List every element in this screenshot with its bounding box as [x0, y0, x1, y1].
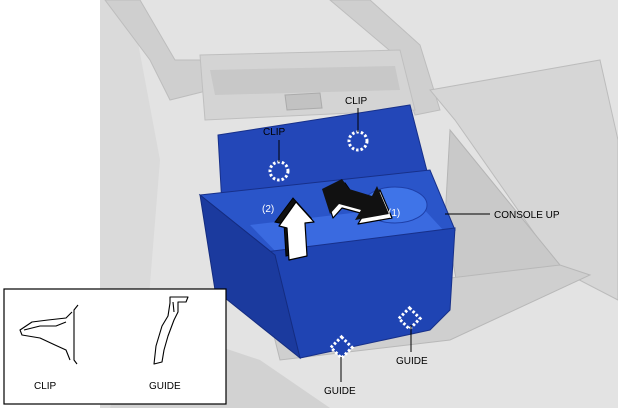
- label-guide-right: GUIDE: [396, 356, 428, 367]
- clip-marker-left: [268, 160, 290, 182]
- legend-clip-label: CLIP: [34, 381, 57, 392]
- guide-legend-icon: [153, 296, 189, 365]
- label-clip-top-right: CLIP: [345, 96, 368, 107]
- legend-guide-label: GUIDE: [149, 381, 181, 392]
- leader-lines: [278, 108, 490, 382]
- clip-legend-icon: [19, 304, 79, 365]
- label-step-1: (1): [388, 208, 400, 219]
- label-clip-top-left: CLIP: [263, 127, 286, 138]
- arrow-step-2: [274, 197, 315, 261]
- arrow-step-1: [322, 179, 393, 225]
- label-guide-bottom: GUIDE: [324, 386, 356, 397]
- label-console-up: CONSOLE UP: [494, 210, 560, 221]
- label-step-2: (2): [262, 204, 274, 215]
- clip-marker-right: [347, 130, 369, 152]
- legend-inset: CLIP GUIDE: [3, 288, 227, 405]
